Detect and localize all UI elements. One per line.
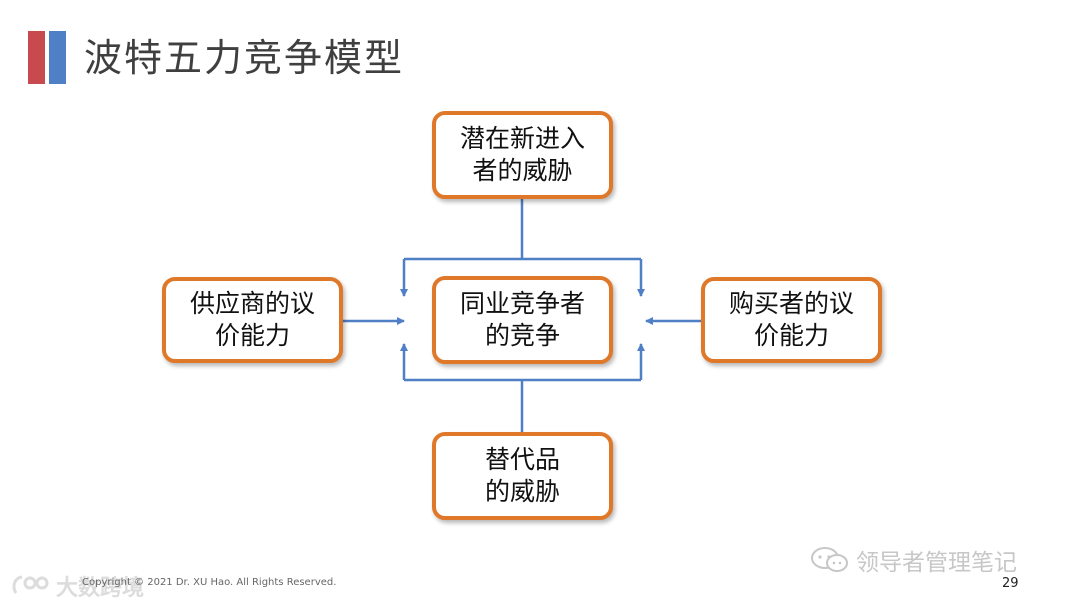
title-accent-bar-red bbox=[28, 31, 45, 84]
wechat-watermark: 领导者管理笔记 bbox=[810, 543, 1017, 577]
page-number: 29 bbox=[1002, 576, 1019, 591]
title-accent-bar-blue bbox=[49, 31, 66, 84]
node-industry-rivalry-label: 同业竞争者 的竞争 bbox=[459, 289, 585, 350]
node-new-entrants: 潜在新进入 者的威胁 bbox=[432, 111, 613, 199]
bottom-left-watermark-text: 大数跨境 bbox=[56, 576, 145, 601]
copyright-notice: Copyright © 2021 Dr. XU Hao. All Rights … bbox=[82, 577, 337, 588]
bottom-left-watermark: 大数跨境 bbox=[10, 570, 144, 602]
node-supplier-power-label: 供应商的议 价能力 bbox=[189, 289, 315, 350]
node-industry-rivalry: 同业竞争者 的竞争 bbox=[432, 276, 613, 364]
wechat-account-name: 领导者管理笔记 bbox=[856, 550, 1017, 576]
node-substitutes: 替代品 的威胁 bbox=[432, 432, 613, 520]
page-title: 波特五力竞争模型 bbox=[84, 36, 405, 80]
wechat-icon bbox=[811, 547, 848, 572]
watermark-logo-icon bbox=[12, 575, 49, 594]
node-buyer-power-label: 购买者的议 价能力 bbox=[728, 289, 854, 350]
node-buyer-power: 购买者的议 价能力 bbox=[701, 277, 882, 363]
node-substitutes-label: 替代品 的威胁 bbox=[484, 445, 560, 506]
node-new-entrants-label: 潜在新进入 者的威胁 bbox=[459, 124, 585, 185]
node-supplier-power: 供应商的议 价能力 bbox=[162, 277, 343, 363]
